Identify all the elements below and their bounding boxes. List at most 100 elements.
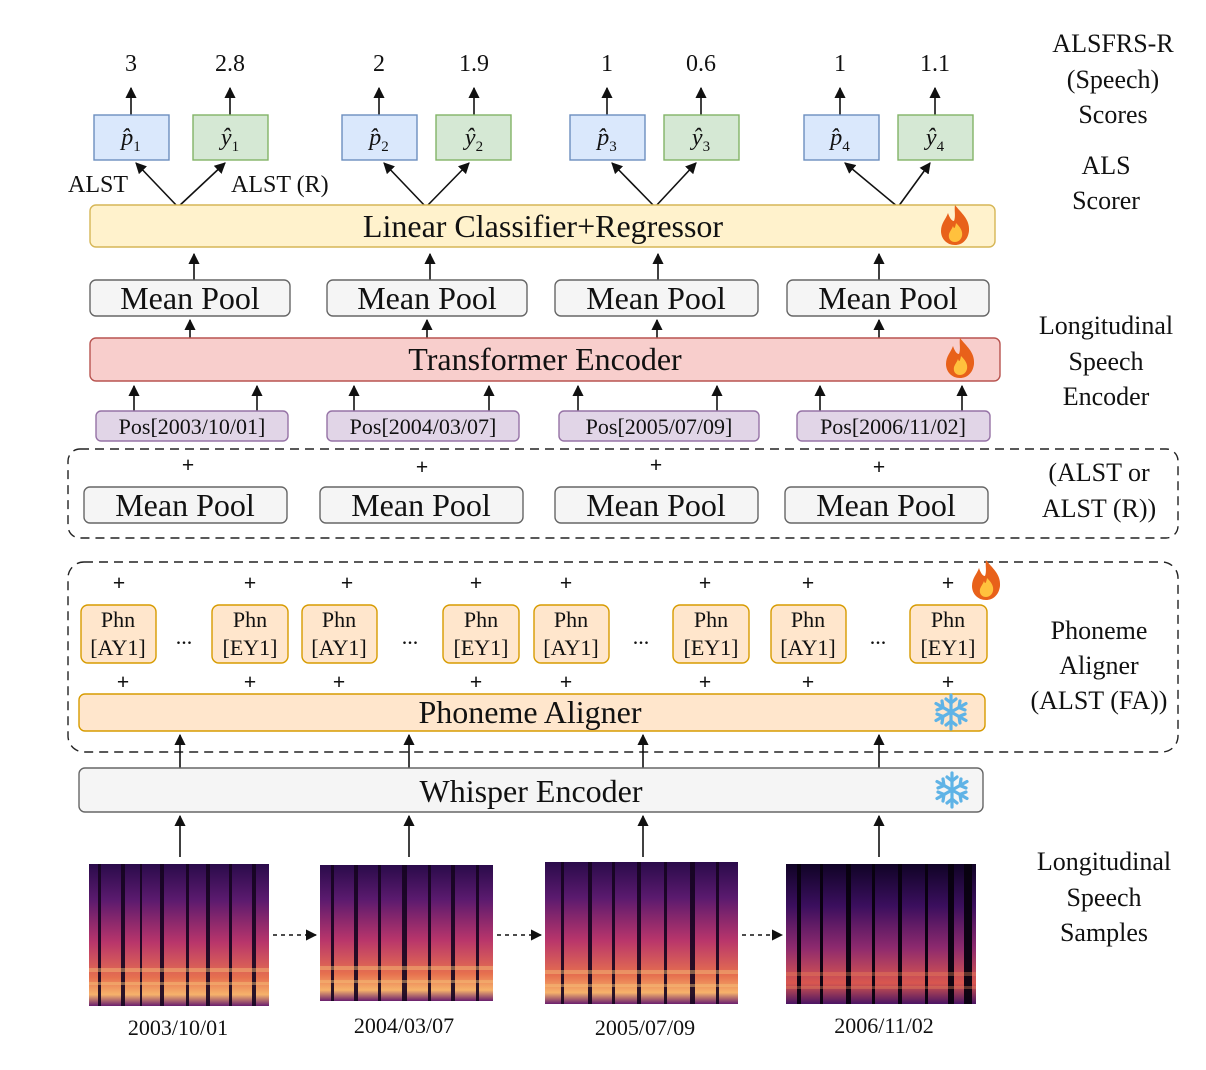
plus-sign: + (699, 570, 712, 595)
side-label-line: Aligner (1059, 651, 1139, 680)
plus-sign: + (333, 669, 346, 694)
score-y2-value: 1.9 (459, 51, 489, 77)
side-label-scores: ALSFRS-R (Speech) Scores (1052, 29, 1174, 129)
side-label-line: Samples (1060, 918, 1148, 947)
whisper-to-aligner-arrows (174, 733, 885, 768)
score-p4-value: 1 (834, 51, 846, 77)
side-label-line: Longitudinal (1039, 311, 1173, 340)
y-hat-box-1: ŷ1 (192, 114, 269, 161)
phoneme-tokens: Phn [AY1] ... Phn [EY1] Phn [AY1] ... Ph… (80, 604, 988, 664)
head-label-alst-r: ALST (R) (231, 172, 329, 198)
y-hat-box-2: ŷ2 (435, 114, 512, 161)
phoneme-token: Phn [AY1] (301, 604, 378, 664)
plus-sign: + (244, 669, 257, 694)
plus-sign: + (470, 570, 483, 595)
phoneme-label: Phn (233, 607, 267, 632)
positional-encodings: Pos[2003/10/01] Pos[2004/03/07] Pos[2005… (95, 410, 991, 442)
phoneme-token: Phn [EY1] (909, 604, 988, 664)
pool-to-classifier-arrows (188, 252, 885, 280)
y-hat-sub-2: 2 (476, 139, 484, 155)
plus-sign: + (341, 570, 354, 595)
phoneme-code: [AY1] (780, 635, 835, 660)
mean-pool-lower-row: Mean Pool Mean Pool Mean Pool Mean Pool (83, 486, 989, 524)
plus-sign: + (802, 570, 815, 595)
side-label-line: ALS (1081, 151, 1130, 180)
plus-sign: + (802, 669, 815, 694)
phoneme-code: [EY1] (684, 635, 739, 660)
side-label-line: Phoneme (1051, 616, 1148, 645)
plus-sign: + (113, 570, 126, 595)
sample-dates: 2003/10/01 2004/03/07 2005/07/09 2006/11… (128, 1013, 934, 1040)
score-y4-value: 1.1 (920, 51, 950, 77)
score-values: 3 2.8 2 1.9 1 0.6 1 1.1 (125, 51, 950, 77)
mean-pool-upper-4: Mean Pool (818, 280, 958, 316)
mean-pool-upper-1: Mean Pool (120, 280, 260, 316)
plus-sign: + (416, 454, 429, 479)
phoneme-token: Phn [EY1] (672, 604, 750, 664)
whisper-encoder-block: Whisper Encoder (78, 767, 984, 813)
plus-sign: + (560, 570, 573, 595)
flame-icon (941, 205, 970, 245)
phoneme-label: Phn (791, 607, 825, 632)
flame-icon (972, 560, 1001, 600)
phoneme-aligner-label: Phoneme Aligner (418, 694, 641, 730)
phoneme-code: [AY1] (90, 635, 145, 660)
transformer-to-pool-arrows (184, 318, 885, 338)
side-label-line: Scorer (1072, 186, 1140, 215)
score-p2-value: 2 (373, 51, 385, 77)
p-hat-sub-1: 1 (133, 139, 141, 155)
alst-meanpool-group (67, 448, 1179, 539)
head-split-arrows (135, 162, 931, 208)
phoneme-aligner-block: Phoneme Aligner (78, 693, 986, 732)
side-label-samples: Longitudinal Speech Samples (1037, 847, 1171, 947)
pos-encoding-3: Pos[2005/07/09] (586, 414, 733, 439)
phoneme-label: Phn (931, 607, 965, 632)
phoneme-label: Phn (694, 607, 728, 632)
ellipsis: ... (870, 624, 887, 649)
plus-sign: + (244, 570, 257, 595)
ellipsis: ... (176, 624, 193, 649)
phoneme-code: [AY1] (311, 635, 366, 660)
side-label-line: ALSFRS-R (1052, 29, 1174, 58)
p-hat-box-3: p̂3 (569, 114, 646, 161)
linear-classifier-label: Linear Classifier+Regressor (363, 208, 724, 244)
side-label-line: (Speech) (1067, 65, 1159, 94)
y-hat-sub-4: 4 (937, 139, 945, 155)
phoneme-code: [EY1] (454, 635, 509, 660)
score-y1-value: 2.8 (215, 51, 245, 77)
mean-pool-upper-row: Mean Pool Mean Pool Mean Pool Mean Pool (89, 279, 990, 317)
mean-pool-lower-3: Mean Pool (586, 487, 726, 523)
whisper-encoder-label: Whisper Encoder (419, 773, 642, 809)
p-hat-sub-2: 2 (381, 139, 389, 155)
plus-sign: + (470, 669, 483, 694)
plus-sign: + (699, 669, 712, 694)
y-hat-box-4: ŷ4 (897, 114, 974, 161)
plus-signs-meanpool: + + + + (182, 452, 886, 479)
sample-date-3: 2005/07/09 (595, 1015, 695, 1040)
side-label-line: Scores (1078, 100, 1147, 129)
plus-sign: + (650, 452, 663, 477)
side-label-line: (ALST (FA)) (1031, 686, 1168, 715)
p-hat-box-1: p̂1 (93, 114, 170, 161)
y-hat-sub-3: 3 (703, 139, 711, 155)
phoneme-token: Phn [EY1] (211, 604, 289, 664)
score-p3-value: 1 (601, 51, 613, 77)
side-label-longitudinal-encoder: Longitudinal Speech Encoder (1039, 311, 1173, 411)
p-hat-box-4: p̂4 (803, 114, 880, 161)
side-label-alst-variant: (ALST or ALST (R)) (1042, 458, 1156, 523)
sample-date-4: 2006/11/02 (834, 1013, 933, 1038)
score-y3-value: 0.6 (686, 51, 716, 77)
spectrogram-1 (89, 864, 269, 1006)
phoneme-code: [AY1] (543, 635, 598, 660)
plus-sign: + (182, 452, 195, 477)
snowflake-icon (935, 771, 969, 809)
phoneme-label: Phn (554, 607, 588, 632)
y-hat-sub-1: 1 (232, 139, 240, 155)
phoneme-label: Phn (101, 607, 135, 632)
phoneme-aligner-group (67, 561, 1179, 753)
p-hat-sub-3: 3 (609, 139, 617, 155)
side-label-aligner: Phoneme Aligner (ALST (FA)) (1031, 616, 1168, 715)
side-label-line: Longitudinal (1037, 847, 1171, 876)
p-hat-box-2: p̂2 (341, 114, 418, 161)
